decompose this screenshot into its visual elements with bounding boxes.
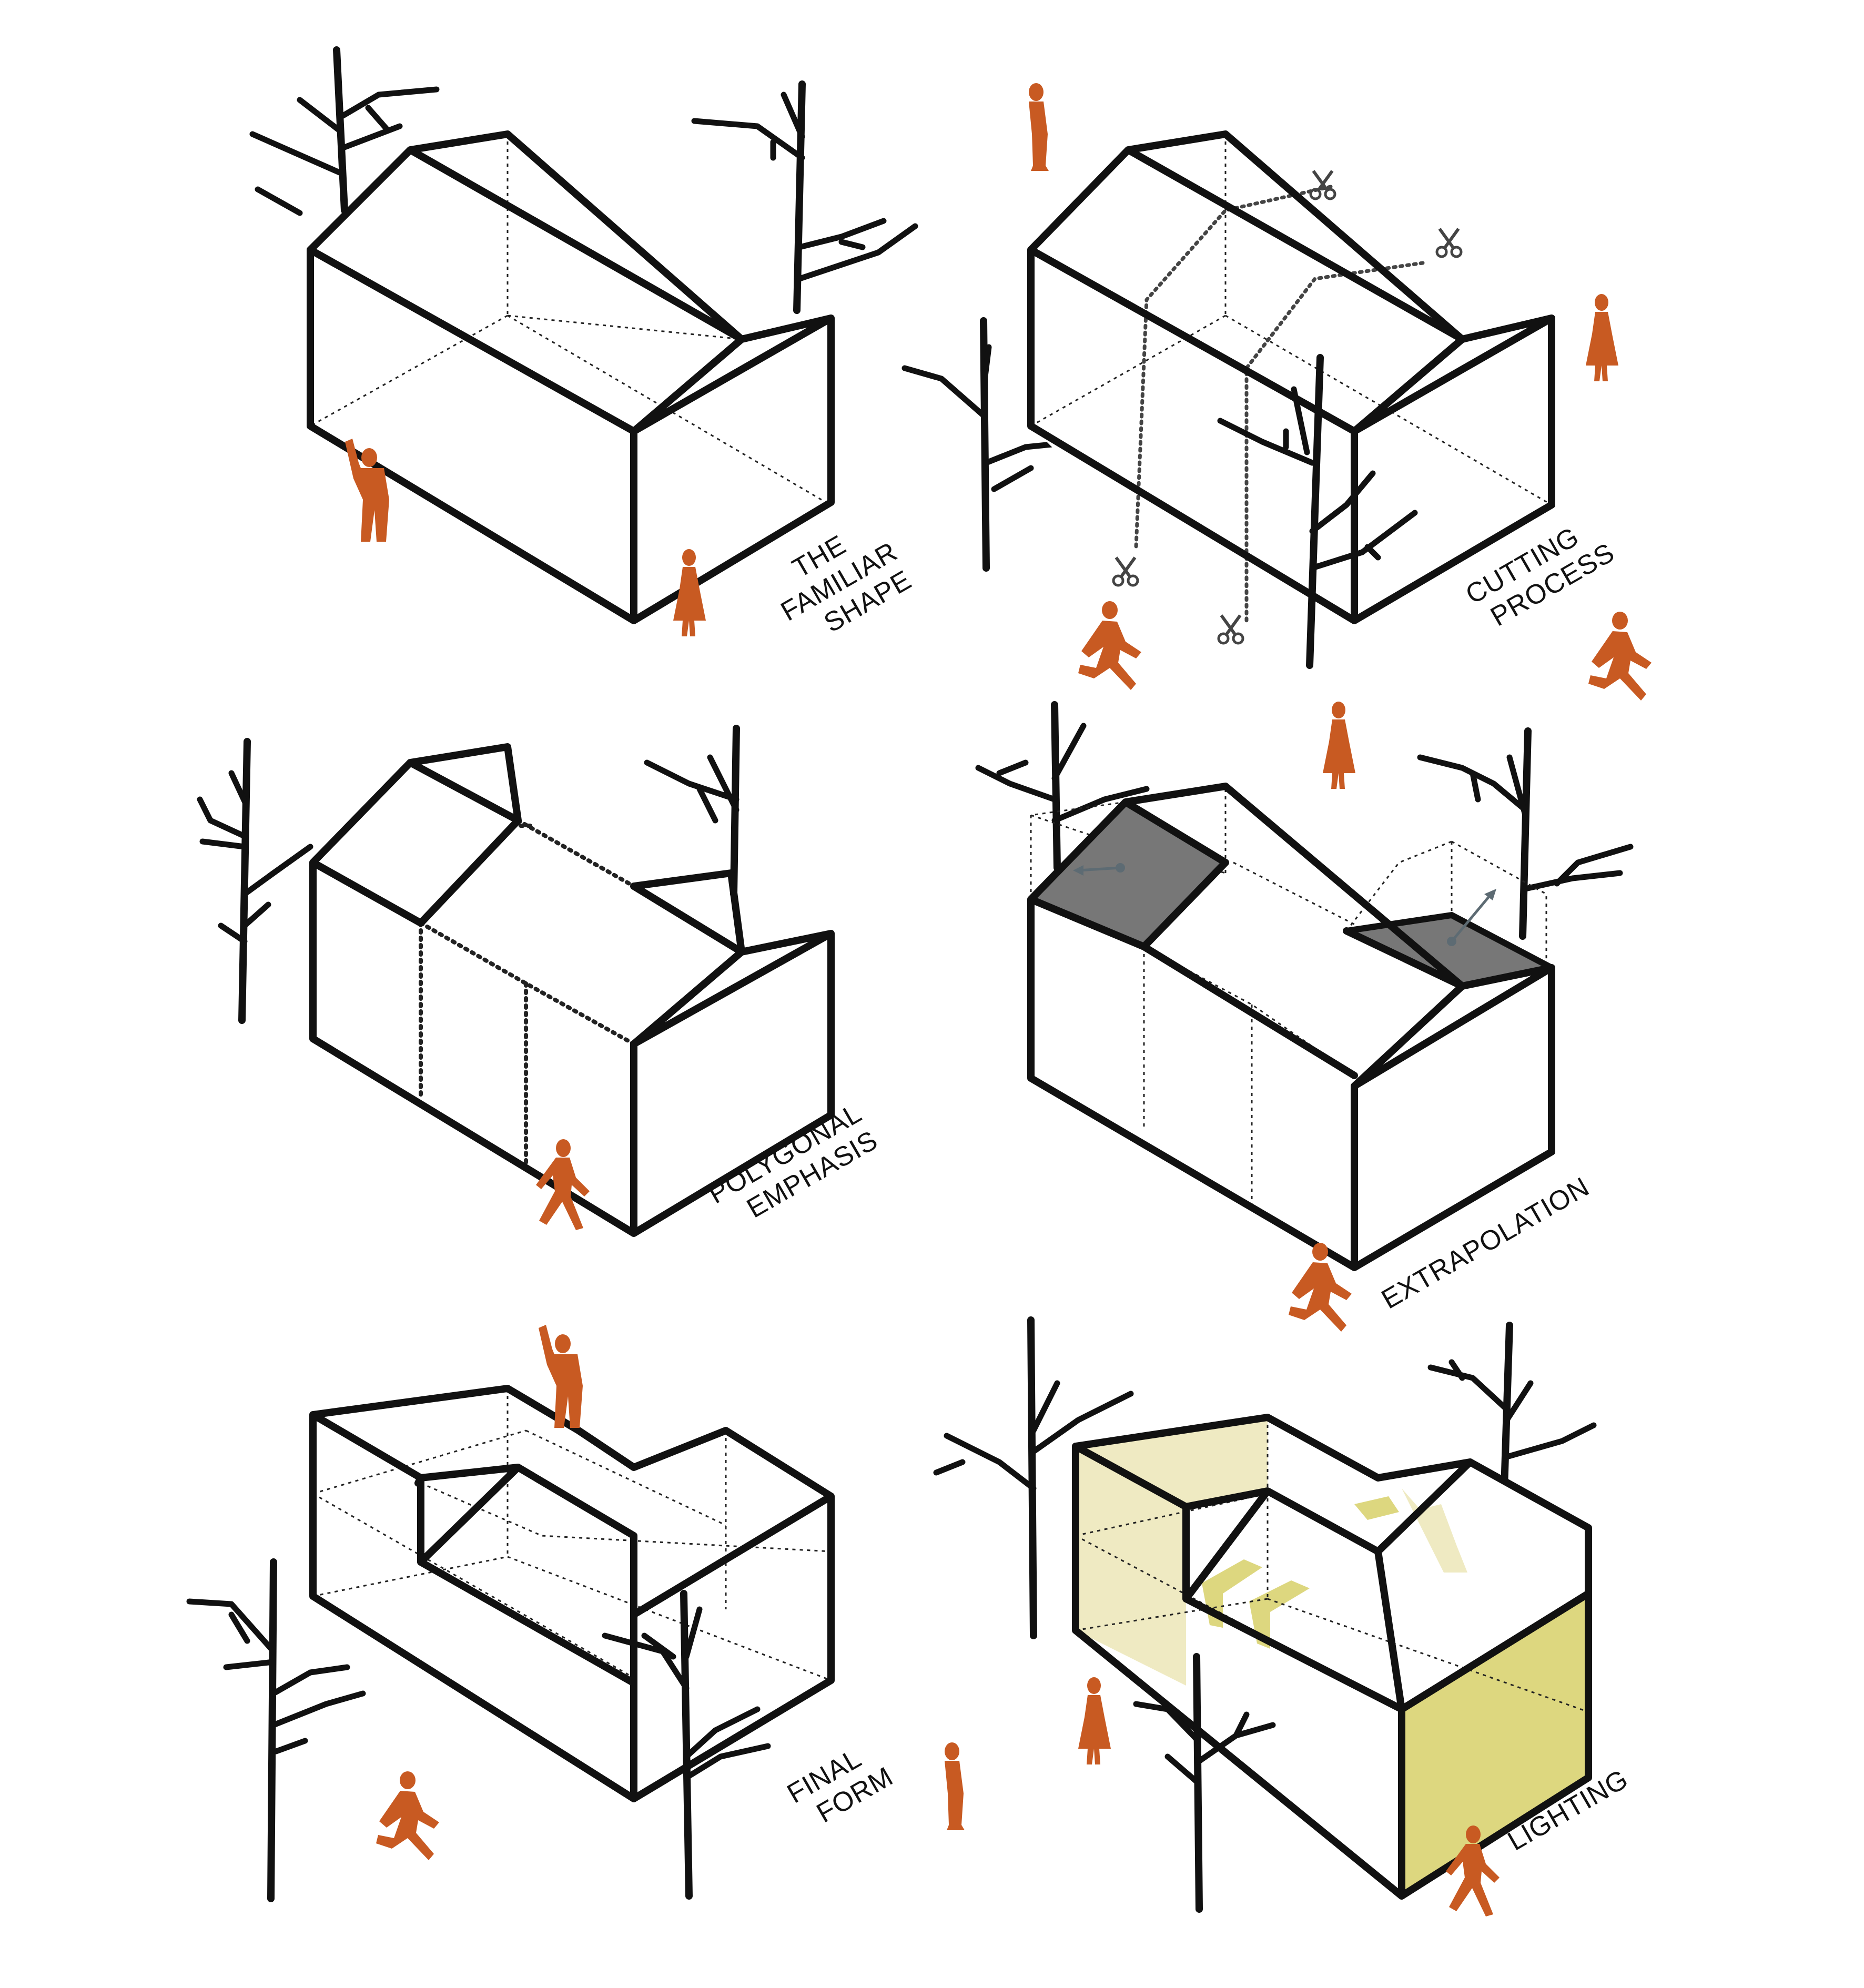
tree-2b (1217, 354, 1418, 669)
house-lighting (1072, 1414, 1592, 1900)
house-polygonal (309, 743, 835, 1237)
house-final-form (309, 1385, 835, 1802)
panel-final-form: FINAL FORM (186, 1325, 898, 1902)
skylight (1249, 1580, 1310, 1649)
tree-2a (901, 317, 1081, 572)
person-figure (1586, 294, 1618, 381)
arrow-anchor (1447, 937, 1456, 946)
panel-polygonal-emphasis: POLYGONAL EMPHASIS (197, 725, 889, 1237)
tree-5b (602, 1590, 771, 1900)
scissors-icon (1219, 615, 1243, 643)
panel-extrapolation: EXTRAPOLATION (975, 701, 1634, 1332)
tree-3a (197, 738, 313, 1024)
tree-6c (1133, 1653, 1276, 1913)
person-figure (1078, 601, 1141, 690)
person-figure (376, 1771, 439, 1860)
house-cutting (1027, 130, 1555, 624)
panel-label: CUTTING PROCESS (1461, 510, 1620, 638)
arrow-anchor (1116, 863, 1125, 873)
light-wall (1076, 1417, 1268, 1686)
scissors-icon (1437, 229, 1461, 257)
tree-1a (249, 46, 440, 216)
tree-6b (1427, 1322, 1597, 1492)
tree-1b (691, 80, 918, 314)
tree-4b (1417, 727, 1634, 940)
person-figure (945, 1742, 965, 1830)
person-figure (1078, 1677, 1111, 1764)
panel-label: POLYGONAL EMPHASIS (703, 1094, 889, 1237)
panel-label: FINAL FORM (782, 1734, 898, 1837)
person-figure (1323, 702, 1355, 789)
house-familiar (307, 130, 835, 624)
scissors-icon (1113, 557, 1138, 585)
scissors-icon (1311, 171, 1335, 199)
arrowhead (1073, 865, 1083, 876)
person-figure (1588, 612, 1652, 701)
tree-5a (186, 1558, 366, 1902)
tree-3b (644, 725, 740, 898)
skylight (1354, 1496, 1399, 1520)
tree-4a (975, 701, 1150, 871)
panel-cutting-process: CUTTING PROCESS (901, 83, 1652, 701)
light-wall (1402, 1594, 1588, 1896)
person-figure (1029, 83, 1049, 171)
house-extrapolation (1027, 783, 1555, 1271)
arrowhead (1484, 889, 1496, 900)
panel-familiar-shape: THE FAMILIAR SHAPE (249, 46, 918, 638)
tree-6a (933, 1316, 1134, 1639)
panel-lighting: LIGHTING (933, 1316, 1634, 1916)
